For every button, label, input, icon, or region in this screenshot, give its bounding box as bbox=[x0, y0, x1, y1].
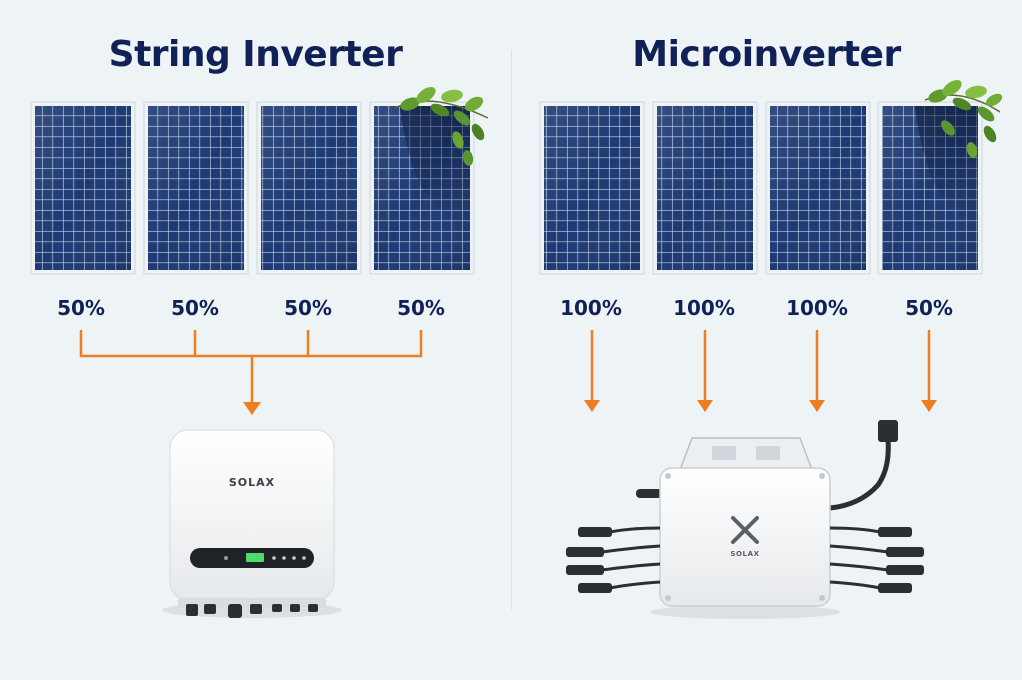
leaf-shade-icon bbox=[394, 87, 489, 166]
left-panel-2-output: 50% bbox=[171, 296, 219, 320]
left-panel-1-output: 50% bbox=[57, 296, 105, 320]
left-panel-1 bbox=[30, 101, 136, 275]
left-panel-2 bbox=[143, 101, 249, 275]
left-panel-3-output: 50% bbox=[284, 296, 332, 320]
string-inverter-brand: SOLAX bbox=[229, 476, 275, 489]
left-panel-4-output: 50% bbox=[397, 296, 445, 320]
arrow-down-icon bbox=[243, 402, 261, 415]
section-divider bbox=[511, 50, 512, 610]
string-inverter-title: String Inverter bbox=[108, 34, 403, 75]
right-panel-2 bbox=[652, 101, 758, 275]
microinverter-icon bbox=[566, 420, 924, 619]
left-panel-4 bbox=[369, 101, 475, 275]
microinverter-brand: SOLAX bbox=[730, 550, 759, 558]
left-panel-3 bbox=[256, 101, 362, 275]
string-inverter-icon bbox=[162, 429, 342, 618]
right-panel-2-output: 100% bbox=[673, 296, 735, 320]
right-panel-3-output: 100% bbox=[786, 296, 848, 320]
right-panel-4 bbox=[877, 101, 983, 275]
arrow-down-icon bbox=[584, 330, 600, 412]
leaf-shade-icon bbox=[924, 80, 1003, 158]
right-panel-4-output: 50% bbox=[905, 296, 953, 320]
string-combiner-connector bbox=[79, 330, 423, 402]
arrow-down-icon bbox=[809, 330, 825, 412]
right-panel-1 bbox=[539, 101, 645, 275]
arrow-down-icon bbox=[921, 330, 937, 412]
right-panel-1-output: 100% bbox=[560, 296, 622, 320]
microinverter-title: Microinverter bbox=[632, 34, 901, 75]
right-panel-3 bbox=[765, 101, 871, 275]
arrow-down-icon bbox=[697, 330, 713, 412]
